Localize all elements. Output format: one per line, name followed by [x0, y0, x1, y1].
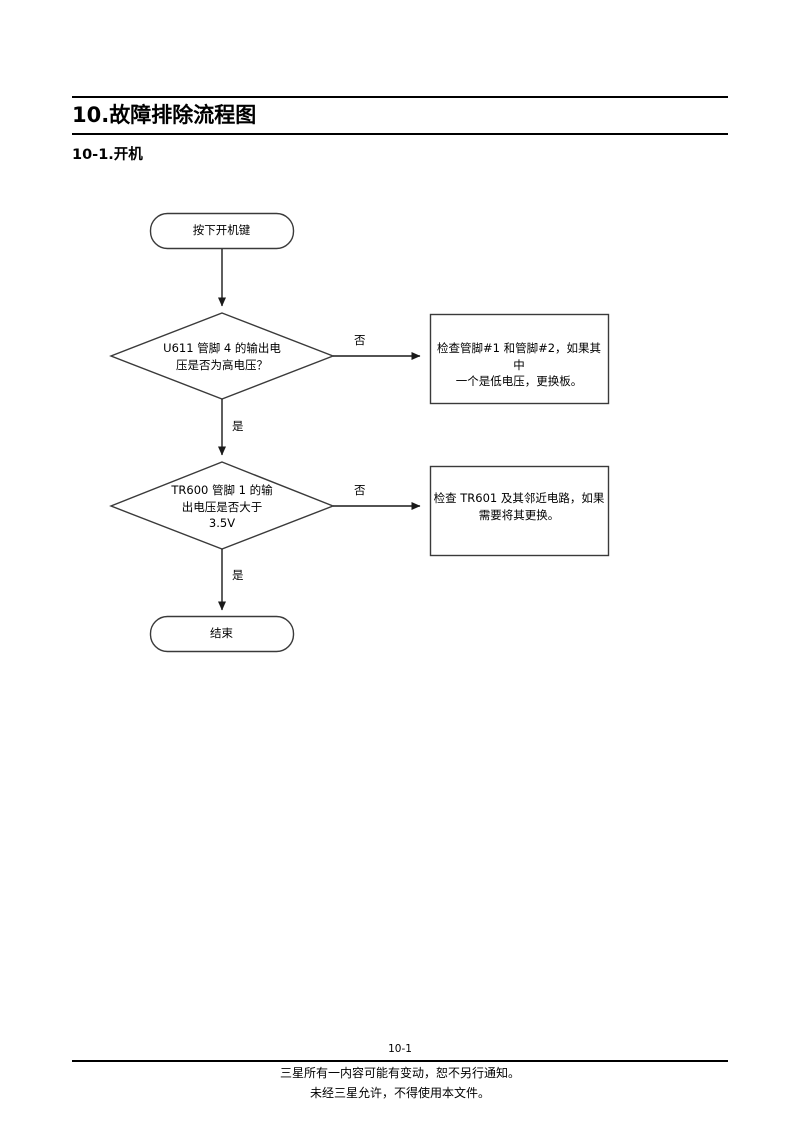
footer-rule — [72, 1060, 728, 1062]
page-number: 10-1 — [388, 1043, 412, 1055]
edge-label-decision-1-yes: 是 — [232, 419, 244, 433]
node-start-shape — [149, 212, 295, 250]
title-rule-bottom — [72, 133, 728, 135]
node-end-shape — [149, 615, 295, 653]
edge-label-decision-1-no: 否 — [354, 333, 366, 347]
node-decision-2-shape — [109, 461, 335, 550]
section-subtitle: 10-1.开机 — [72, 147, 143, 163]
page-title: 10.故障排除流程图 — [72, 103, 257, 127]
footer-notice: 三星所有一内容可能有变动，恕不另行通知。 未经三星允许，不得使用本文件。 — [0, 1063, 800, 1103]
node-action-1-shape — [429, 313, 610, 405]
node-action-2-shape — [429, 465, 610, 557]
edge-label-decision-2-yes: 是 — [232, 568, 244, 582]
footer-notice-line-2: 未经三星允许，不得使用本文件。 — [309, 1086, 490, 1100]
title-rule-top — [72, 96, 728, 98]
footer-notice-line-1: 三星所有一内容可能有变动，恕不另行通知。 — [279, 1066, 520, 1080]
edge-label-decision-2-no: 否 — [354, 483, 366, 497]
node-decision-1-shape — [109, 312, 335, 400]
